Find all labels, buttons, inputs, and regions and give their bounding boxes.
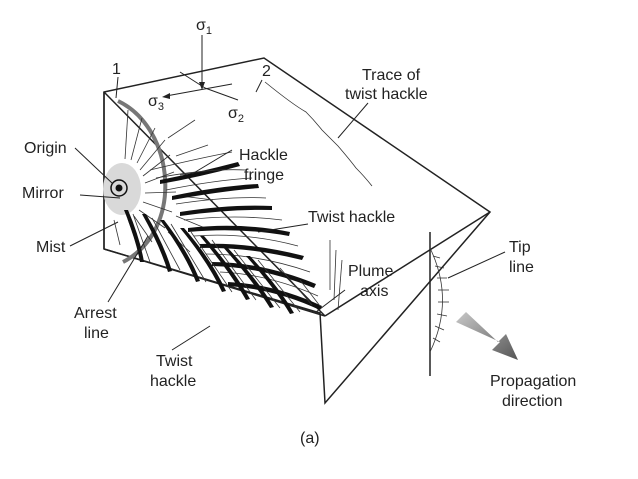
arrest-line-label-line1: Arrest xyxy=(74,305,117,322)
propagation-label-line2: direction xyxy=(502,393,562,410)
sigma3-label: σ3 xyxy=(148,93,164,113)
mirror-label: Mirror xyxy=(22,185,64,202)
marker-1: 1 xyxy=(112,61,121,78)
arrest-line-label-line2: line xyxy=(84,325,109,342)
sigma1-label: σ1 xyxy=(196,17,212,37)
tip-line-label-line2: line xyxy=(509,259,534,276)
plume-axis-label-line1: Plume xyxy=(348,263,393,280)
propagation-arrow xyxy=(456,312,518,360)
trace-label-line2: twist hackle xyxy=(345,86,428,103)
propagation-label-line1: Propagation xyxy=(490,373,576,390)
marker-2: 2 xyxy=(262,63,271,80)
twist-hackle-bottom-label-line1: Twist xyxy=(156,353,193,370)
hackle-fringe-label-line2: fringe xyxy=(244,167,284,184)
hackle-fringe-label-line1: Hackle xyxy=(239,147,288,164)
sigma2-label: σ2 xyxy=(228,105,244,125)
twist-hackle-bottom-label-line2: hackle xyxy=(150,373,196,390)
stress-axes xyxy=(115,35,239,101)
trace-label-line1: Trace of xyxy=(362,67,421,84)
plume-axis-label-line2: axis xyxy=(360,283,388,300)
figure-caption: (a) xyxy=(300,430,320,447)
origin-mark xyxy=(110,179,128,197)
twist-hackle-trace xyxy=(264,81,373,187)
twist-hackle-strokes-lower xyxy=(124,210,294,314)
twist-hackle-top-label: Twist hackle xyxy=(308,209,395,226)
mirror-region xyxy=(103,163,141,215)
origin-label: Origin xyxy=(24,140,67,157)
leader-lines xyxy=(69,79,506,351)
front-face-fine-lines xyxy=(113,213,321,313)
mist-label: Mist xyxy=(36,239,66,256)
labels: σ1 σ3 σ2 1 2 Trace of twist hackle Origi… xyxy=(22,17,576,447)
tip-line-label-line1: Tip xyxy=(509,239,531,256)
tip-face xyxy=(329,240,449,353)
